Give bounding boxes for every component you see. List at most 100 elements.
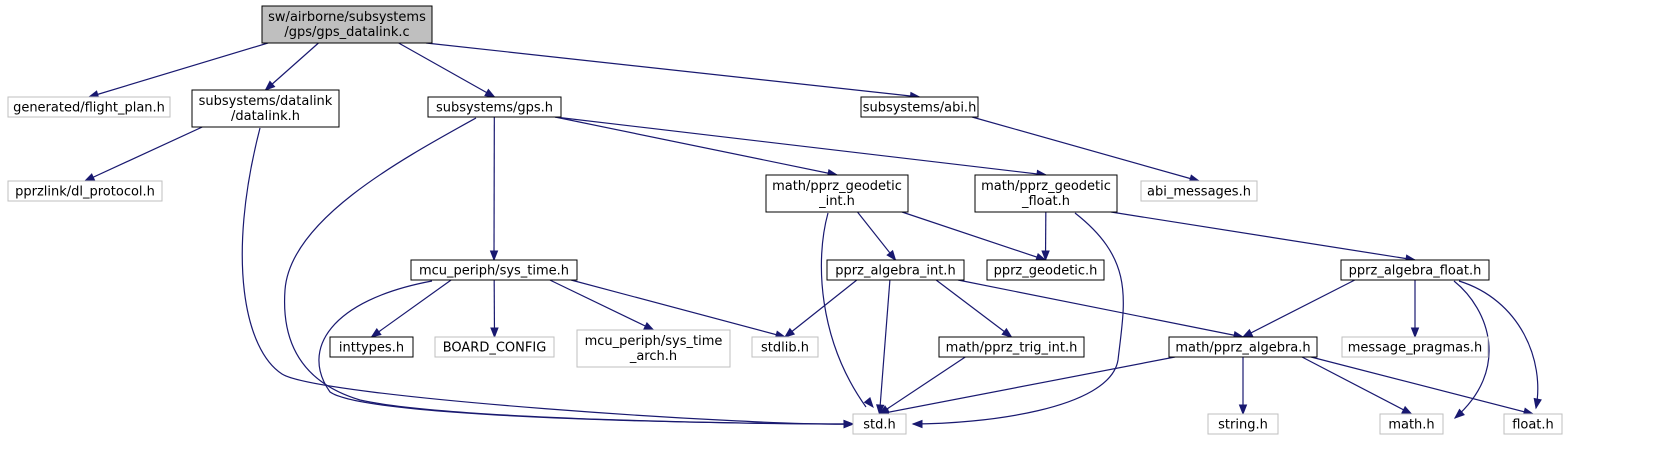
- edge-algebra-to-string: [1238, 357, 1248, 416]
- node-label: stdlib.h: [761, 341, 809, 356]
- node-label: message_pragmas.h: [1348, 341, 1483, 356]
- edge-algebra-int-to-stdlib: [783, 279, 858, 338]
- node-label: subsystems/datalink: [199, 94, 333, 109]
- node-label: sw/airborne/subsystems: [268, 10, 426, 25]
- node-geodetic-int[interactable]: math/pprz_geodetic_int.h: [765, 174, 909, 213]
- node-label: mcu_periph/sys_time.h: [419, 264, 569, 279]
- node-label: math/pprz_algebra.h: [1175, 341, 1310, 356]
- node-string: string.h: [1207, 413, 1279, 435]
- node-gps[interactable]: subsystems/gps.h: [427, 96, 562, 118]
- edge-geodetic-float-to-algebra-float: [1110, 211, 1417, 263]
- edge-sys-time-to-stdlib: [570, 279, 787, 339]
- node-box: [826, 259, 965, 281]
- node-geodetic-float[interactable]: math/pprz_geodetic_float.h: [974, 174, 1118, 213]
- node-label: std.h: [863, 418, 896, 433]
- node-label: generated/flight_plan.h: [13, 101, 165, 116]
- node-box: [938, 336, 1085, 358]
- node-label: _float.h: [1021, 194, 1070, 209]
- node-box: [434, 336, 555, 358]
- edge-algebra-int-to-std: [876, 279, 891, 416]
- node-box: [852, 413, 907, 435]
- node-box: [261, 5, 433, 44]
- node-gps-datalink[interactable]: sw/airborne/subsystems/gps/gps_datalink.…: [261, 5, 433, 44]
- edge-geodetic-float-to-std: [911, 212, 1124, 429]
- edge-datalink-to-dl-protocol: [83, 126, 203, 182]
- node-label: inttypes.h: [339, 341, 404, 356]
- node-label: math/pprz_trig_int.h: [946, 341, 1078, 356]
- node-layer: sw/airborne/subsystems/gps/gps_datalink.…: [7, 5, 1563, 435]
- node-box: [860, 96, 979, 118]
- node-box: [7, 96, 171, 118]
- node-box: [1379, 413, 1444, 435]
- edge-algebra-int-to-algebra: [957, 279, 1245, 340]
- edge-algebra-int-to-trig-int: [935, 279, 1013, 338]
- edge-sys-time-to-board-config: [490, 279, 499, 339]
- node-box: [751, 336, 819, 358]
- node-label: _arch.h: [629, 349, 677, 364]
- node-board-config: BOARD_CONFIG: [434, 336, 555, 358]
- node-label: pprz_algebra_int.h: [835, 264, 955, 279]
- edge-algebra-float-to-math: [1453, 280, 1490, 419]
- node-dl-protocol: pprzlink/dl_protocol.h: [7, 180, 163, 202]
- node-abi[interactable]: subsystems/abi.h: [860, 96, 979, 118]
- edge-geodetic-int-to-pprz-geodetic: [901, 211, 1047, 261]
- node-trig-int[interactable]: math/pprz_trig_int.h: [938, 336, 1085, 358]
- edge-geodetic-int-to-std: [820, 212, 874, 409]
- node-label: string.h: [1218, 418, 1268, 433]
- node-box: [1140, 180, 1258, 202]
- node-stdlib: stdlib.h: [751, 336, 819, 358]
- node-label: abi_messages.h: [1147, 185, 1251, 200]
- node-pprz-geodetic[interactable]: pprz_geodetic.h: [986, 259, 1105, 281]
- node-label: mcu_periph/sys_time: [585, 334, 723, 349]
- node-label: float.h: [1512, 418, 1554, 433]
- node-message-pragmas: message_pragmas.h: [1341, 336, 1489, 358]
- node-flight-plan: generated/flight_plan.h: [7, 96, 171, 118]
- node-label: pprzlink/dl_protocol.h: [15, 185, 155, 200]
- node-abi-messages: abi_messages.h: [1140, 180, 1258, 202]
- edge-algebra-float-to-algebra: [1241, 279, 1356, 338]
- edge-sys-time-to-std: [318, 280, 855, 429]
- node-label: subsystems/abi.h: [863, 101, 977, 116]
- node-box: [974, 174, 1118, 213]
- node-math: math.h: [1379, 413, 1444, 435]
- node-algebra-float[interactable]: pprz_algebra_float.h: [1340, 259, 1490, 281]
- edge-gps-datalink-to-datalink: [264, 42, 319, 91]
- edge-gps-to-geodetic-float: [554, 116, 1048, 179]
- node-box: [191, 89, 340, 128]
- edge-geodetic-float-to-pprz-geodetic: [1041, 211, 1050, 262]
- node-label: _int.h: [818, 194, 855, 209]
- edge-algebra-to-float: [1310, 356, 1535, 416]
- node-label: pprz_algebra_float.h: [1349, 264, 1482, 279]
- edge-algebra-to-std: [878, 356, 1176, 417]
- node-box: [986, 259, 1105, 281]
- node-label: /datalink.h: [231, 109, 300, 124]
- node-box: [329, 336, 414, 358]
- node-label: math.h: [1388, 418, 1434, 433]
- edge-sys-time-to-inttypes: [370, 279, 452, 338]
- node-label: BOARD_CONFIG: [443, 341, 547, 356]
- node-box: [427, 96, 562, 118]
- node-inttypes[interactable]: inttypes.h: [329, 336, 414, 358]
- node-algebra-int[interactable]: pprz_algebra_int.h: [826, 259, 965, 281]
- node-box: [7, 180, 163, 202]
- node-label: pprz_geodetic.h: [994, 264, 1098, 279]
- edge-abi-to-abi-messages: [971, 116, 1201, 183]
- node-box: [576, 329, 731, 368]
- edge-algebra-float-to-message-pragmas: [1410, 280, 1420, 339]
- node-box: [1503, 413, 1563, 435]
- node-box: [1207, 413, 1279, 435]
- node-box: [1168, 336, 1318, 358]
- edge-gps-to-sys-time: [489, 116, 499, 262]
- edge-gps-to-geodetic-int: [554, 116, 839, 178]
- edge-algebra-float-to-float: [1458, 280, 1542, 410]
- node-label: math/pprz_geodetic: [772, 179, 902, 194]
- node-sys-time[interactable]: mcu_periph/sys_time.h: [410, 259, 578, 281]
- edge-geodetic-int-to-algebra-int: [857, 211, 897, 262]
- edge-algebra-to-math: [1301, 356, 1413, 415]
- node-float: float.h: [1503, 413, 1563, 435]
- edge-sys-time-to-sys-time-arch: [549, 279, 655, 331]
- node-datalink[interactable]: subsystems/datalink/datalink.h: [191, 89, 340, 128]
- node-box: [1340, 259, 1490, 281]
- node-algebra[interactable]: math/pprz_algebra.h: [1168, 336, 1318, 358]
